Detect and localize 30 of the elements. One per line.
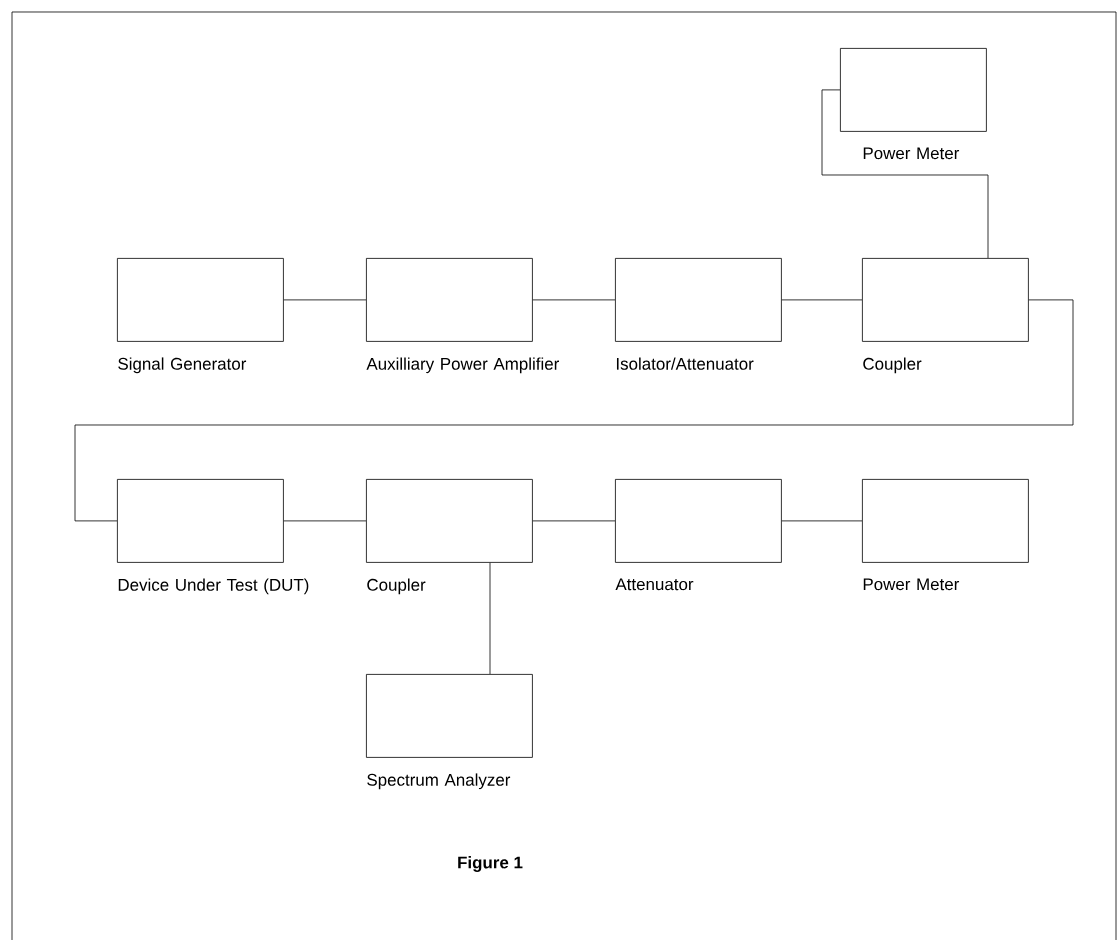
connector-line — [781, 299, 863, 301]
connector-line — [74, 299, 1074, 522]
connector-line — [283, 520, 367, 522]
connector-line — [532, 520, 616, 522]
device-box: Power Meter — [862, 479, 1029, 591]
connector-line — [283, 299, 367, 301]
device-box: Power Meter — [840, 48, 987, 160]
figure-caption: Figure 1 — [458, 856, 523, 872]
connector-line — [781, 520, 863, 522]
node-label: Coupler — [863, 357, 922, 374]
node-label: Power Meter — [863, 578, 960, 591]
device-box: Attenuator — [615, 479, 782, 591]
connector-line — [821, 89, 989, 259]
node-label: Spectrum Analyzer — [367, 773, 511, 790]
node-label: Coupler — [367, 578, 426, 595]
node-label: Power Meter — [863, 147, 960, 160]
device-box: Isolator/Attenuator — [615, 258, 782, 370]
node-label: Attenuator — [615, 578, 694, 591]
device-box: Auxilliary Power Amplifier — [366, 258, 559, 374]
node-label: Isolator/Attenuator — [616, 357, 754, 370]
device-box: Device Under Test (DUT) — [117, 479, 309, 595]
device-box: Signal Generator — [117, 258, 284, 374]
device-box: Spectrum Analyzer — [366, 674, 533, 790]
node-label: Device Under Test (DUT) — [118, 578, 309, 595]
device-box: Coupler — [366, 479, 533, 595]
device-box: Coupler — [862, 258, 1029, 374]
connector-line — [489, 562, 491, 675]
connector-line — [532, 299, 616, 301]
node-label: Auxilliary Power Amplifier — [366, 357, 560, 374]
node-label: Signal Generator — [118, 357, 247, 374]
